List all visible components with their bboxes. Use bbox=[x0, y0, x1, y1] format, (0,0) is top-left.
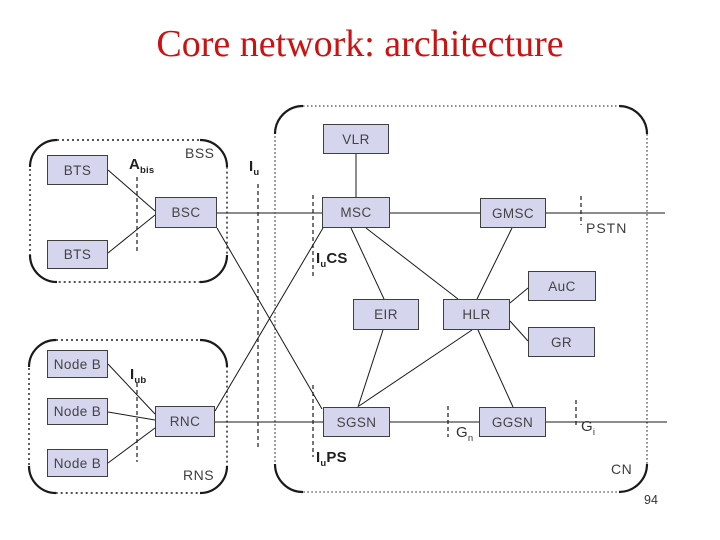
line-hlr-auc bbox=[509, 287, 529, 304]
node-vlr: VLR bbox=[323, 124, 389, 154]
interface-label-gn: Gn bbox=[456, 424, 474, 444]
node-nodeb2: Node B bbox=[47, 398, 108, 425]
node-auc: AuC bbox=[528, 271, 596, 301]
bss-group-label: BSS bbox=[185, 145, 215, 161]
node-hlr: HLR bbox=[443, 299, 510, 330]
node-gmsc: GMSC bbox=[480, 198, 546, 228]
rns-group-boundary bbox=[28, 339, 228, 494]
cn-group-label: CN bbox=[611, 461, 633, 477]
interface-label-pstn: PSTN bbox=[586, 220, 628, 236]
line-nodeb1-rnc bbox=[107, 363, 156, 415]
rns-group-label: RNS bbox=[183, 467, 215, 483]
node-nodeb3: Node B bbox=[47, 449, 108, 477]
page-number: 94 bbox=[644, 493, 658, 507]
interface-label-iucs: IuCS bbox=[316, 250, 348, 270]
node-nodeb1: Node B bbox=[47, 350, 108, 378]
node-bsc: BSC bbox=[155, 197, 217, 228]
node-bts1: BTS bbox=[47, 155, 108, 185]
interface-label-iu: Iu bbox=[249, 158, 260, 178]
interface-label-gi: Gi bbox=[581, 418, 596, 438]
interface-label-iub: Iub bbox=[130, 366, 147, 386]
line-msc-hlr bbox=[365, 227, 459, 300]
node-eir: EIR bbox=[353, 299, 419, 330]
node-sgsn: SGSN bbox=[323, 407, 390, 437]
line-hlr-ggsn bbox=[477, 329, 514, 408]
line-hlr-gr bbox=[509, 320, 529, 342]
node-bts2: BTS bbox=[47, 240, 108, 269]
line-nodeb3-rnc bbox=[107, 427, 156, 464]
line-hlr-sgsn bbox=[358, 329, 473, 407]
interface-label-iups: IuPS bbox=[316, 449, 347, 469]
node-msc: MSC bbox=[322, 197, 390, 228]
boundary-corner-arcs bbox=[27, 104, 649, 495]
slide-title: Core network: architecture bbox=[156, 23, 564, 65]
interface-label-abis: Abis bbox=[129, 156, 155, 176]
node-rnc: RNC bbox=[155, 406, 215, 437]
bss-group-boundary bbox=[29, 139, 228, 283]
line-rnc-msc bbox=[214, 227, 324, 412]
line-nodeb2-rnc bbox=[107, 411, 156, 421]
line-msc-eir bbox=[350, 227, 385, 300]
line-bts2-bsc bbox=[107, 214, 156, 254]
node-gr: GR bbox=[528, 327, 595, 357]
line-gmsc-hlr bbox=[476, 227, 513, 300]
cn-group-boundary bbox=[274, 105, 648, 493]
node-ggsn: GGSN bbox=[479, 407, 546, 437]
line-bts1-bsc bbox=[107, 169, 156, 212]
line-eir-sgsn bbox=[357, 329, 384, 408]
